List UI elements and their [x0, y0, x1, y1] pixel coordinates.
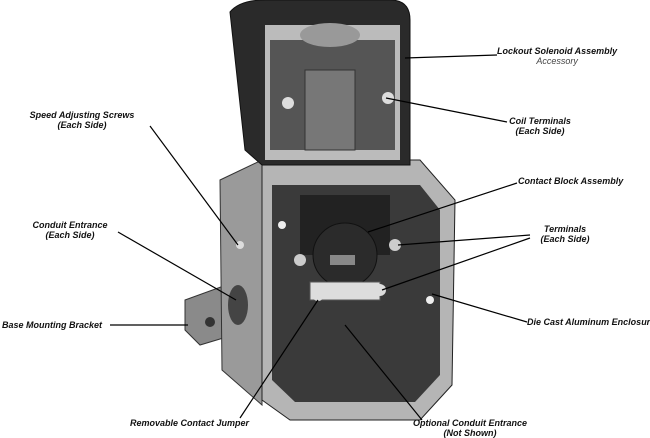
leader-lines: [110, 54, 531, 421]
label-contact-block: Contact Block Assembly: [518, 176, 623, 186]
label-speed-adjusting-screws: Speed Adjusting Screws (Each Side): [12, 110, 152, 130]
label-coil-terminals: Coil Terminals (Each Side): [500, 116, 580, 136]
label-base-mounting-bracket: Base Mounting Bracket: [2, 320, 102, 330]
label-conduit-entrance: Conduit Entrance (Each Side): [20, 220, 120, 240]
conduit-entrance: [228, 285, 248, 325]
label-removable-contact-jumper: Removable Contact Jumper: [130, 418, 249, 428]
label-title: Speed Adjusting Screws: [29, 110, 135, 120]
enclosure-side: [219, 159, 263, 407]
label-subtitle: Accessory: [536, 56, 578, 66]
label-title: Optional Conduit Entrance: [413, 418, 527, 428]
label-subtitle: (Each Side): [540, 234, 590, 244]
label-title: Coil Terminals: [509, 116, 571, 126]
label-subtitle: (Not Shown): [443, 428, 497, 438]
label-title: Die Cast Aluminum Enclosure: [527, 317, 650, 327]
label-terminals: Terminals (Each Side): [530, 224, 600, 244]
label-title: Conduit Entrance: [32, 220, 108, 230]
label-optional-conduit-entrance: Optional Conduit Entrance (Not Shown): [400, 418, 540, 438]
label-subtitle: (Each Side): [515, 126, 565, 136]
label-lockout-solenoid: Lockout Solenoid Assembly Accessory: [497, 46, 617, 66]
solenoid-coil: [304, 69, 356, 151]
label-title: Lockout Solenoid Assembly: [497, 46, 618, 56]
label-subtitle: (Each Side): [57, 120, 107, 130]
label-title: Terminals: [543, 224, 587, 234]
label-title: Removable Contact Jumper: [130, 418, 250, 428]
label-title: Base Mounting Bracket: [2, 320, 103, 330]
label-subtitle: (Each Side): [45, 230, 95, 240]
label-title: Contact Block Assembly: [518, 176, 624, 186]
label-die-cast-enclosure: Die Cast Aluminum Enclosure: [527, 317, 650, 327]
